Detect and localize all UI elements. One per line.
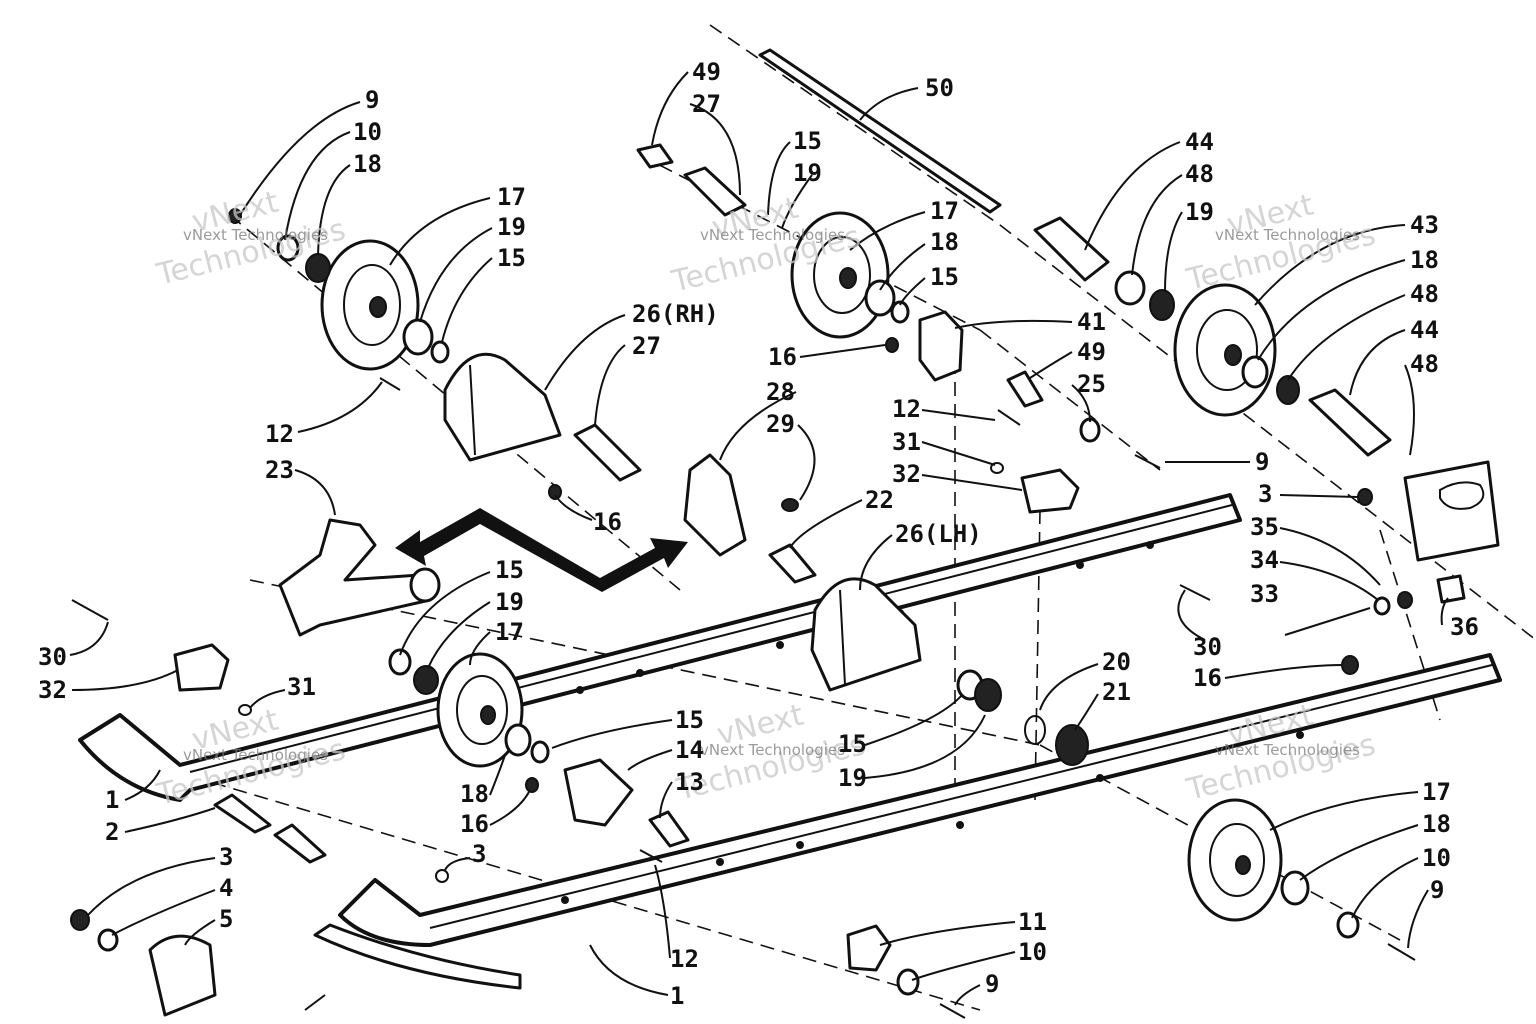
callout-label: 25 (1077, 370, 1106, 398)
callout-label: 26(RH) (632, 300, 719, 328)
callout-label: 44 (1410, 316, 1439, 344)
idler-wheel-lower-left (436, 652, 524, 768)
callout-label: 9 (985, 970, 999, 998)
callout-label: 27 (632, 332, 661, 360)
callout-label: 3 (219, 843, 233, 871)
idler-wheel-upper-right (1173, 283, 1277, 417)
idler-wheel-upper-center (790, 211, 890, 339)
callout-label: 19 (1185, 198, 1214, 226)
callout-label: 12 (670, 945, 699, 973)
callout-label: 48 (1185, 160, 1214, 188)
callout-labels: 9 10 18 17 19 15 12 23 16 26(RH) 27 49 2… (38, 58, 1479, 1010)
callout-label: 18 (1422, 810, 1451, 838)
watermark: vNext Technologies vNext Technologies vN… (152, 185, 1378, 813)
callout-label: 9 (365, 86, 379, 114)
rail-lower (313, 653, 1502, 990)
callout-label: 16 (460, 810, 489, 838)
callout-label: 16 (768, 343, 797, 371)
callout-label: 12 (265, 420, 294, 448)
callout-label: 3 (472, 840, 486, 868)
watermark-small: vNext Technologies (1215, 226, 1360, 244)
callout-label: 10 (1422, 844, 1451, 872)
callout-label: 41 (1077, 308, 1106, 336)
callout-label: 19 (838, 764, 867, 792)
callout-label: 12 (892, 395, 921, 423)
callout-label: 2 (105, 818, 119, 846)
callout-label: 5 (219, 905, 233, 933)
callout-label: 17 (1422, 778, 1451, 806)
idler-wheel-upper-left (320, 239, 420, 371)
callout-label: 49 (1077, 338, 1106, 366)
bolts (71, 377, 1416, 1019)
callout-label: 32 (892, 460, 921, 488)
callout-label: 23 (265, 456, 294, 484)
callout-label: 49 (692, 58, 721, 86)
callout-label: 10 (353, 118, 382, 146)
callout-label: 15 (495, 556, 524, 584)
callout-label: 26(LH) (895, 520, 982, 548)
callout-label: 1 (105, 786, 119, 814)
callout-label: 9 (1430, 876, 1444, 904)
callout-label: 19 (495, 588, 524, 616)
callout-label: 34 (1250, 546, 1279, 574)
callout-label: 48 (1410, 350, 1439, 378)
callout-label: 19 (793, 159, 822, 187)
callout-label: 43 (1410, 211, 1439, 239)
callout-label: 17 (495, 618, 524, 646)
callout-label: 13 (675, 768, 704, 796)
callout-label: 22 (865, 486, 894, 514)
callout-label: 15 (793, 127, 822, 155)
callout-label: 35 (1250, 513, 1279, 541)
watermark-small: vNext Technologies (183, 226, 328, 244)
callout-label: 31 (287, 673, 316, 701)
callout-label: 4 (219, 874, 233, 902)
callout-label: 20 (1102, 648, 1131, 676)
callout-label: 48 (1410, 280, 1439, 308)
callout-label: 21 (1102, 678, 1131, 706)
watermark-small: vNext Technologies (700, 226, 845, 244)
brackets (148, 310, 1500, 1017)
watermark-small: vNext Technologies (1215, 741, 1360, 759)
callout-label: 16 (593, 508, 622, 536)
callout-label: 44 (1185, 128, 1214, 156)
callout-label: 28 (766, 378, 795, 406)
callout-label: 30 (38, 643, 67, 671)
callout-label: 18 (1410, 246, 1439, 274)
callout-label: 11 (1018, 908, 1047, 936)
leader-lines (69, 71, 1449, 1006)
callout-label: 36 (1450, 613, 1479, 641)
callout-label: 18 (460, 780, 489, 808)
callout-label: 3 (1258, 480, 1272, 508)
callout-label: 16 (1193, 664, 1222, 692)
callout-label: 10 (1018, 938, 1047, 966)
direction-arrow (395, 508, 688, 592)
callout-label: 18 (930, 228, 959, 256)
callout-label: 15 (930, 263, 959, 291)
rail-upper (78, 493, 1242, 802)
callout-label: 29 (766, 410, 795, 438)
callout-label: 1 (670, 982, 684, 1010)
watermark-small: vNext Technologies (700, 741, 845, 759)
watermark-small: vNext Technologies (183, 746, 328, 764)
callout-label: 30 (1193, 633, 1222, 661)
callout-label: 14 (675, 736, 704, 764)
callout-label: 15 (675, 706, 704, 734)
spacers-and-shafts (70, 48, 1466, 996)
callout-label: 18 (353, 150, 382, 178)
callout-label: 31 (892, 428, 921, 456)
callout-label: 27 (692, 90, 721, 118)
callout-label: 15 (838, 730, 867, 758)
callout-label: 15 (497, 244, 526, 272)
callout-label: 17 (497, 183, 526, 211)
callout-label: 9 (1255, 448, 1269, 476)
idler-wheel-lower-right (1187, 798, 1283, 922)
callout-label: 32 (38, 676, 67, 704)
callout-label: 33 (1250, 580, 1279, 608)
callout-label: 50 (925, 74, 954, 102)
callout-label: 17 (930, 197, 959, 225)
callout-label: 19 (497, 213, 526, 241)
